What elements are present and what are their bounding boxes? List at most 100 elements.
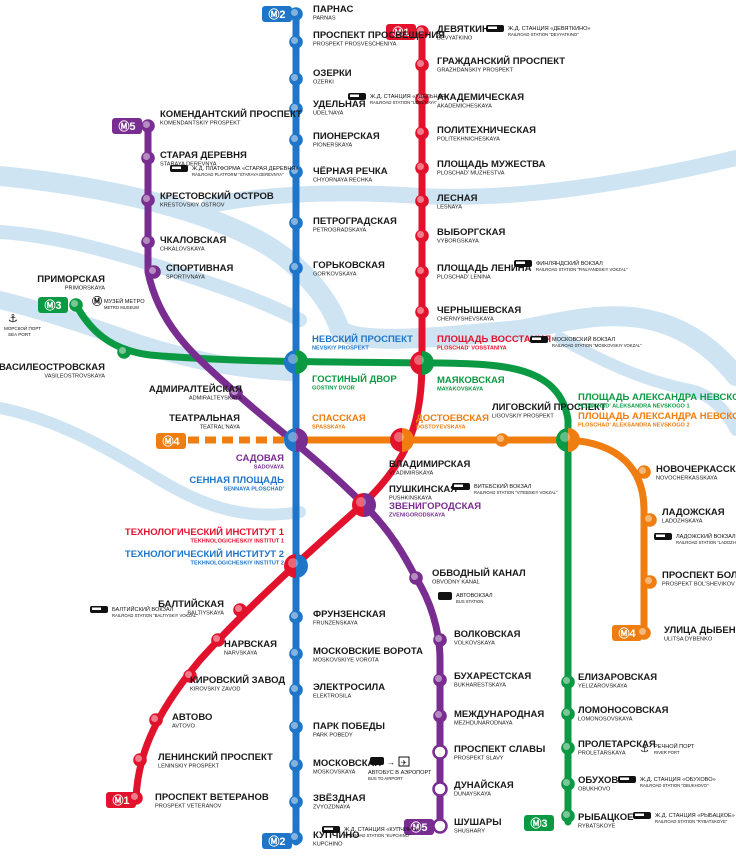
station-politekhnicheskaya[interactable] bbox=[415, 126, 429, 140]
transfer-node-7[interactable] bbox=[284, 554, 308, 578]
station-frunzenskaya[interactable] bbox=[289, 610, 303, 624]
station-grazhdanskiy-prospekt[interactable] bbox=[415, 58, 429, 72]
station-ladozhskaya[interactable] bbox=[643, 513, 657, 527]
station-vyborgskaya[interactable] bbox=[415, 229, 429, 243]
station-park-pobedy[interactable] bbox=[289, 720, 303, 734]
station-elektrosila[interactable] bbox=[289, 683, 303, 697]
station-chernyshevskaya-shine bbox=[417, 307, 424, 314]
station-prospekt-prosvescheniya[interactable] bbox=[289, 35, 303, 49]
label-moskovskiye-vorota: МОСКОВСКИЕ ВОРОТА bbox=[313, 646, 423, 657]
station-komendantskiy-prospekt[interactable] bbox=[141, 119, 155, 133]
station-prospekt-slavy[interactable] bbox=[432, 744, 448, 760]
station-lomonosovskaya[interactable] bbox=[561, 707, 575, 721]
station-gor-kovskaya[interactable] bbox=[289, 261, 303, 275]
station-kirovskiy-zavod[interactable] bbox=[183, 669, 197, 683]
station-chernyshevskaya[interactable] bbox=[415, 305, 429, 319]
line4-badge-label: Ⓜ4 bbox=[618, 626, 636, 640]
station-bukharestskaya-shine bbox=[435, 675, 442, 682]
station-petrogradskaya[interactable] bbox=[289, 216, 303, 230]
rail-label-en: RAILROAD STATION "KUPCHINO" bbox=[344, 833, 411, 838]
sea-port-icon: ⚓ bbox=[8, 313, 18, 325]
station-chyornaya-rechka-shine bbox=[291, 167, 298, 174]
label-pushkinskaya: ПУШКИНСКАЯ bbox=[389, 484, 457, 495]
station-ploschad-muzhestva[interactable] bbox=[415, 161, 429, 175]
station-zvyozdnaya-shine bbox=[291, 797, 298, 804]
station-vasileostrovskaya[interactable] bbox=[117, 345, 131, 359]
station-pionerskaya-shine bbox=[291, 135, 298, 142]
train-icon-window bbox=[516, 261, 525, 264]
line3-badge-bg bbox=[38, 297, 68, 313]
transfer-node-2[interactable] bbox=[410, 351, 434, 375]
label-petrogradskaya: ПЕТРОГРАДСКАЯ bbox=[313, 216, 397, 227]
transfer-label-ploschad-vosstaniya-en: PLOSCHAD' VOSSTANIYA bbox=[437, 346, 507, 352]
station-moskovskaya[interactable] bbox=[289, 758, 303, 772]
station-shushary[interactable] bbox=[432, 818, 448, 834]
line5-badge-label: Ⓜ5 bbox=[118, 119, 135, 133]
station-avtovo[interactable] bbox=[149, 713, 163, 727]
station-proletarskaya[interactable] bbox=[561, 741, 575, 755]
transfer-label-tekhnologicheskiy-institut-1: ТЕХНОЛОГИЧЕСКИЙ ИНСТИТУТ 1 bbox=[125, 526, 285, 538]
station-narvskaya[interactable] bbox=[211, 633, 225, 647]
station-ligovskiy-prospekt[interactable] bbox=[495, 433, 509, 447]
label-devyatkino: ДЕВЯТКИНО bbox=[437, 24, 496, 35]
station-parnas[interactable] bbox=[289, 7, 303, 21]
rail-label-en: RAILROAD STATION "UDEL'NAYA" bbox=[370, 100, 437, 105]
station-baltiyskaya[interactable] bbox=[233, 603, 247, 617]
station-devyatkino[interactable] bbox=[415, 25, 429, 39]
label-obvodny-kanal-en: OBVODNY KANAL bbox=[432, 580, 480, 586]
label-pionerskaya-en: PIONERSKAYA bbox=[313, 143, 353, 149]
station-staraya-derevnya[interactable] bbox=[141, 151, 155, 165]
station-krestovskiy-ostrov[interactable] bbox=[141, 193, 155, 207]
station-kupchino[interactable] bbox=[289, 831, 303, 845]
rail-label: ЛАДОЖСКИЙ ВОКЗАЛ bbox=[676, 532, 736, 540]
transfer-node-3[interactable] bbox=[556, 428, 580, 452]
station-sportivnaya[interactable] bbox=[147, 265, 161, 279]
label-politekhnicheskaya-en: POLITEKHNICHESKAYA bbox=[437, 137, 500, 143]
transfer-shine bbox=[356, 497, 366, 507]
station-pionerskaya[interactable] bbox=[289, 133, 303, 147]
train-icon-window bbox=[350, 94, 359, 97]
station-obvodny-kanal[interactable] bbox=[409, 571, 423, 585]
sea-port-label-en: SEA PORT bbox=[8, 332, 31, 337]
station-rybatskoye[interactable] bbox=[561, 809, 575, 823]
transfer-node-4[interactable] bbox=[284, 428, 308, 452]
station-yelizarovskaya[interactable] bbox=[561, 675, 575, 689]
station-udel-naya[interactable] bbox=[289, 102, 303, 116]
transfer-node-1[interactable] bbox=[284, 350, 308, 374]
station-prospekt-bol-shevikov[interactable] bbox=[643, 575, 657, 589]
station-dunayskaya[interactable] bbox=[432, 781, 448, 797]
station-admiralteyskaya[interactable] bbox=[229, 386, 243, 400]
label-novocherkasskaya: НОВОЧЕРКАССКАЯ bbox=[656, 464, 736, 475]
label-proletarskaya: ПРОЛЕТАРСКАЯ bbox=[578, 739, 656, 750]
station-primorskaya[interactable] bbox=[69, 298, 83, 312]
station-zvyozdnaya[interactable] bbox=[289, 795, 303, 809]
bus-icon bbox=[438, 592, 452, 600]
station-ploschad-lenina[interactable] bbox=[415, 265, 429, 279]
transfer-node-6[interactable] bbox=[352, 493, 376, 517]
station-prospekt-veteranov[interactable] bbox=[129, 791, 143, 805]
station-ozerki[interactable] bbox=[289, 72, 303, 86]
station-admiralteyskaya-shine bbox=[231, 388, 238, 395]
station-volkovskaya[interactable] bbox=[433, 633, 447, 647]
station-obukhovo[interactable] bbox=[561, 777, 575, 791]
label-ozerki-en: OZERKI bbox=[313, 80, 334, 86]
station-mezhdunarodnaya[interactable] bbox=[433, 709, 447, 723]
transfer-label-tekhnologicheskiy-institut-1-en: TEKHNOLOGICHESKIY INSTITUT 1 bbox=[191, 539, 284, 545]
label-prospekt-veteranov: ПРОСПЕКТ ВЕТЕРАНОВ bbox=[155, 792, 269, 803]
station-chyornaya-rechka[interactable] bbox=[289, 165, 303, 179]
transfer-node-5[interactable] bbox=[390, 428, 414, 452]
station-akademicheskaya[interactable] bbox=[415, 92, 429, 106]
station-chkalovskaya[interactable] bbox=[141, 235, 155, 249]
label-petrogradskaya-en: PETROGRADSKAYA bbox=[313, 228, 367, 234]
line5-badge-bg bbox=[404, 819, 434, 835]
station-grazhdanskiy-prospekt-shine bbox=[417, 60, 424, 67]
label-komendantskiy-prospekt: КОМЕНДАНТСКИЙ ПРОСПЕКТ bbox=[160, 108, 302, 120]
station-novocherkasskaya[interactable] bbox=[637, 465, 651, 479]
station-moskovskiye-vorota[interactable] bbox=[289, 647, 303, 661]
station-bukharestskaya[interactable] bbox=[433, 673, 447, 687]
station-ulitsa-dybenko[interactable] bbox=[637, 626, 651, 640]
line3-badge: Ⓜ3 bbox=[38, 297, 68, 313]
station-leninskiy-prospekt[interactable] bbox=[133, 753, 147, 767]
station-sportivnaya-shine bbox=[149, 267, 156, 274]
station-lesnaya[interactable] bbox=[415, 194, 429, 208]
